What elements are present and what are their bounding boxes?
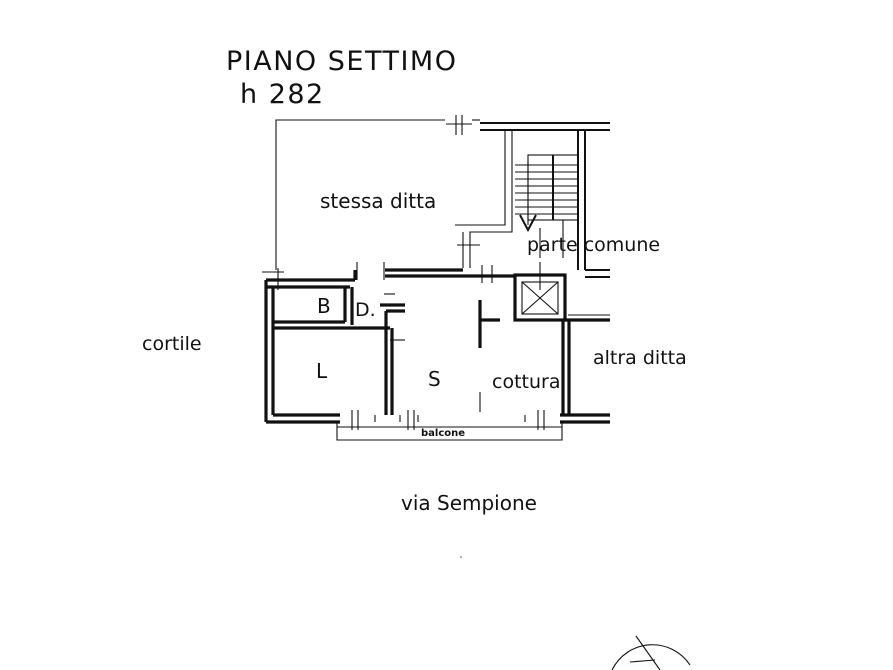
apartment-walls (262, 262, 610, 424)
stray-dot (460, 556, 462, 558)
room-label-kitchen: cottura (492, 371, 560, 393)
room-label-same-company: stessa ditta (320, 189, 436, 213)
room-label-l: L (316, 359, 328, 383)
balcony (336, 410, 563, 441)
label-other-company: altra ditta (593, 347, 687, 369)
room-label-closet: D. (355, 299, 376, 321)
room-label-bathroom: B (317, 294, 331, 318)
room-label-living: S (428, 367, 441, 391)
same-company-area-outline (275, 115, 610, 270)
compass-icon (611, 635, 691, 670)
floor-title: PIANO SETTIMO (226, 46, 457, 77)
stairwell (515, 130, 610, 278)
room-label-balcony: balcone (421, 428, 465, 439)
elevator-shaft (513, 273, 610, 322)
room-label-common-area: parte comune (527, 234, 660, 256)
ceiling-height-label: h 282 (240, 79, 325, 110)
label-street: via Sempione (401, 491, 537, 515)
label-courtyard: cortile (142, 333, 202, 355)
